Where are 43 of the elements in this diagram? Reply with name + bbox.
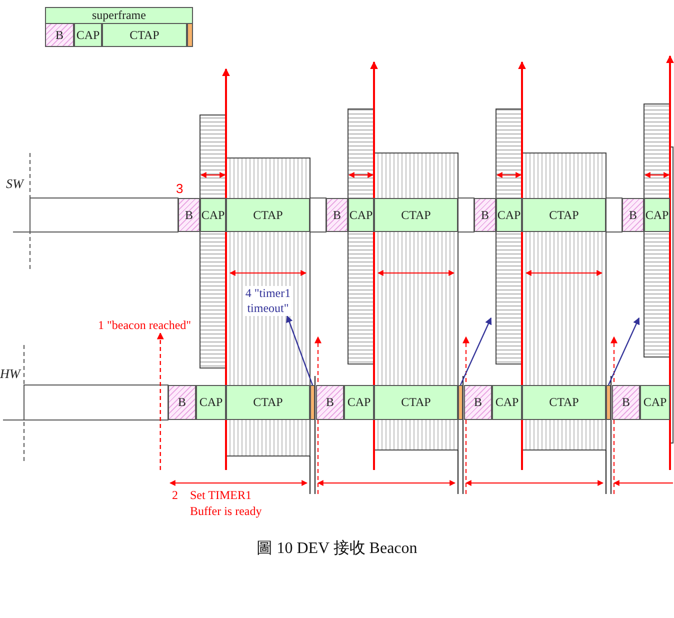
end-slot: [187, 23, 193, 47]
timeline-segment: B: [464, 385, 492, 420]
timeline-segment: CTAP: [522, 198, 606, 232]
key-title: superframe: [91, 8, 147, 23]
timeline-segment: CAP: [196, 385, 226, 420]
timeline-segment: B: [168, 385, 196, 420]
timeline-segment: B: [45, 23, 74, 47]
timeline-segment: CAP: [644, 198, 670, 232]
row-label: HW: [0, 366, 20, 382]
legend-box: [45, 7, 193, 47]
timeline-segment: CTAP: [226, 198, 310, 232]
timeline-segment: CTAP: [374, 385, 458, 420]
timeline-segment: CAP: [344, 385, 374, 420]
timeline-segment: CTAP: [226, 385, 310, 420]
note-text: Set TIMER1 Buffer is ready: [190, 487, 263, 519]
timeline-segment: B: [178, 198, 200, 232]
timeline-segment: CAP: [492, 385, 522, 420]
callout-number: 3: [176, 181, 184, 197]
event-label: 1 "beacon reached": [98, 318, 192, 333]
figure-caption: 圖 10 DEV 接收 Beacon: [256, 538, 418, 559]
timeline-segment: CTAP: [102, 23, 187, 47]
event-label: 4 "timer1 timeout": [244, 286, 292, 316]
end-slot: [310, 385, 315, 420]
timeline-segment: B: [622, 198, 644, 232]
arrow: [286, 315, 314, 386]
timeline-segment: CTAP: [522, 385, 606, 420]
arrow: [608, 317, 640, 386]
timeline-segment: CAP: [348, 198, 374, 232]
arrow: [460, 317, 492, 386]
timeline-segment: CTAP: [374, 198, 458, 232]
end-slot: [458, 385, 463, 420]
timeline-segment: B: [316, 385, 344, 420]
row-label: SW: [6, 176, 24, 192]
arrow: [156, 332, 164, 470]
timeline-segment: B: [326, 198, 348, 232]
end-slot: [606, 385, 611, 420]
callout-number: 2: [172, 487, 178, 503]
timeline-segment: CAP: [640, 385, 670, 420]
timeline-segment: CAP: [496, 198, 522, 232]
timeline-segment: B: [474, 198, 496, 232]
timeline-segment: CAP: [74, 23, 102, 47]
timeline-segment: B: [612, 385, 640, 420]
timeline-segment: CAP: [200, 198, 226, 232]
